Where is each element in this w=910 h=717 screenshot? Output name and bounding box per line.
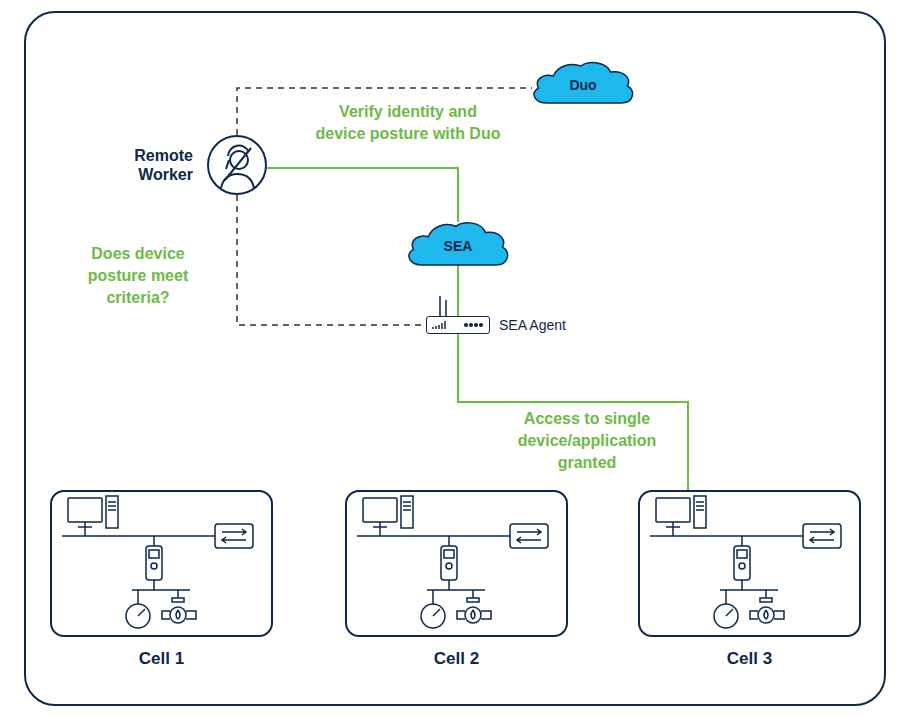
dashed-connector xyxy=(237,195,426,325)
node-label: SEA xyxy=(444,238,473,255)
cloud-service: SEA xyxy=(405,220,511,266)
sea-agent: SEA Agent xyxy=(426,316,490,334)
cell-box: Cell 2 xyxy=(345,490,568,637)
node-label: Cell 2 xyxy=(347,649,566,669)
cell-equipment xyxy=(650,496,841,628)
cloud-outline xyxy=(534,63,633,103)
node-label: Remote Worker xyxy=(113,146,193,184)
remote-worker: Remote Worker xyxy=(207,135,267,195)
node-label: SEA Agent xyxy=(499,317,566,334)
cell-box: Cell 1 xyxy=(50,490,273,637)
cell-equipment xyxy=(62,496,253,628)
flow-note: Access to single device/application gran… xyxy=(502,408,672,474)
node-label: Cell 1 xyxy=(52,649,271,669)
cloud-outline xyxy=(409,223,508,265)
flow-note: Verify identity and device posture with … xyxy=(313,101,503,145)
cell-box: Cell 3 xyxy=(638,490,861,637)
cell-equipment xyxy=(357,496,548,628)
access-path xyxy=(458,334,688,490)
node-label: Duo xyxy=(569,77,596,94)
node-label: Cell 3 xyxy=(640,649,859,669)
cloud-service: Duo xyxy=(530,60,636,104)
access-path xyxy=(457,265,459,316)
outer-frame xyxy=(25,12,885,705)
access-path xyxy=(267,168,458,222)
flow-note: Does device posture meet criteria? xyxy=(73,243,203,309)
worker-icon xyxy=(221,146,254,188)
